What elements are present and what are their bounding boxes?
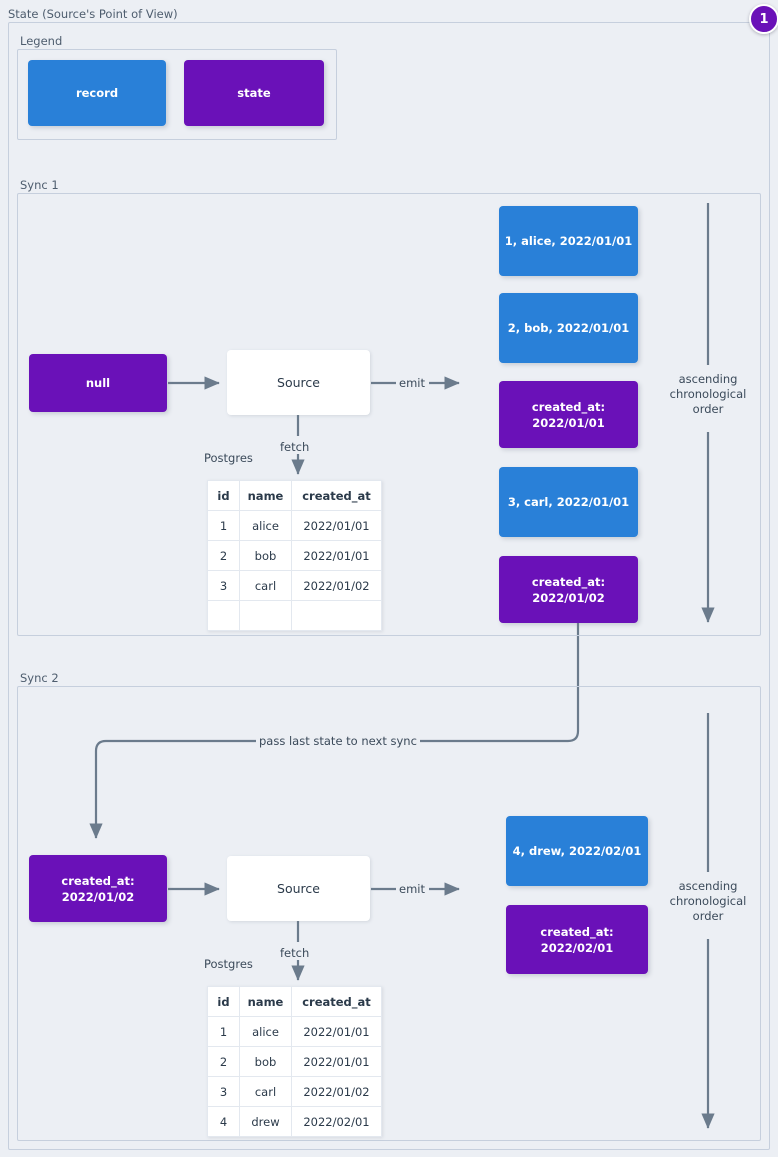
col-id: id: [207, 480, 240, 511]
sync2-source-label: Source: [277, 880, 320, 896]
sync1-emitted-state-1: created_at: 2022/01/01: [499, 381, 638, 448]
legend-item-state: state: [184, 60, 324, 126]
cell-name: [239, 600, 292, 631]
sync2-emit-label: emit: [396, 882, 428, 896]
col-created-at: created_at: [291, 986, 382, 1017]
cell-created-at: 2022/01/01: [291, 540, 382, 571]
legend-frame: [17, 49, 337, 140]
sync1-order-label: ascending chronological order: [669, 372, 747, 416]
cell-created-at: 2022/01/01: [291, 510, 382, 541]
legend-item-record: record: [28, 60, 166, 126]
cell-name: carl: [239, 570, 292, 601]
cell-id: 2: [207, 1046, 240, 1077]
table-header-row: id name created_at: [207, 480, 382, 511]
legend-item-state-label: state: [237, 86, 271, 100]
cell-id: 4: [207, 1106, 240, 1137]
table-row: 4 drew 2022/02/01: [207, 1106, 382, 1137]
table-row: 1 alice 2022/01/01: [207, 1016, 382, 1047]
sync1-emitted-state-2-label: created_at: 2022/01/02: [531, 574, 606, 605]
sync1-emitted-record-2-label: 2, bob, 2022/01/01: [507, 321, 630, 335]
legend-title: Legend: [20, 34, 63, 48]
sync1-fetch-label: fetch: [277, 440, 313, 454]
sync2-fetch-label: fetch: [277, 946, 313, 960]
legend-item-record-label: record: [75, 86, 119, 100]
sync1-emitted-state-1-label: created_at: 2022/01/01: [531, 399, 606, 430]
sync2-db-label: Postgres: [204, 957, 253, 971]
cell-name: carl: [239, 1076, 292, 1107]
cell-created-at: 2022/01/01: [291, 1046, 382, 1077]
sync1-postgres-table: id name created_at 1 alice 2022/01/01 2 …: [207, 480, 382, 631]
sync1-input-state-label: null: [85, 376, 111, 390]
table-row: 1 alice 2022/01/01: [207, 510, 382, 541]
sync2-input-state-label: created_at: 2022/01/02: [61, 873, 135, 904]
cell-id: 1: [207, 510, 240, 541]
sync2-emitted-record-1-label: 4, drew, 2022/02/01: [512, 844, 642, 858]
sync1-emitted-record-3-label: 3, carl, 2022/01/01: [507, 495, 630, 509]
cell-name: alice: [239, 510, 292, 541]
col-id: id: [207, 986, 240, 1017]
col-name: name: [239, 986, 292, 1017]
sync2-emitted-state-1: created_at: 2022/02/01: [506, 905, 648, 974]
col-name: name: [239, 480, 292, 511]
cell-id: [207, 600, 240, 631]
cell-created-at: [291, 600, 382, 631]
diagram-frame: [8, 22, 770, 1150]
sync1-source-label: Source: [277, 374, 320, 390]
sync1-frame: [17, 193, 761, 636]
sync1-source-node: Source: [227, 350, 370, 415]
sync2-pass-state-label: pass last state to next sync: [256, 734, 420, 748]
table-row: 2 bob 2022/01/01: [207, 540, 382, 571]
sync2-source-node: Source: [227, 856, 370, 921]
cell-created-at: 2022/01/01: [291, 1016, 382, 1047]
cell-name: bob: [239, 540, 292, 571]
table-row: 3 carl 2022/01/02: [207, 1076, 382, 1107]
sync1-emitted-record-2: 2, bob, 2022/01/01: [499, 293, 638, 363]
cell-name: bob: [239, 1046, 292, 1077]
sync2-input-state: created_at: 2022/01/02: [29, 855, 167, 922]
sync1-emitted-record-3: 3, carl, 2022/01/01: [499, 467, 638, 537]
sync2-emitted-record-1: 4, drew, 2022/02/01: [506, 816, 648, 886]
sync1-emitted-record-1: 1, alice, 2022/01/01: [499, 206, 638, 276]
cell-id: 3: [207, 1076, 240, 1107]
cell-id: 2: [207, 540, 240, 571]
cell-created-at: 2022/02/01: [291, 1106, 382, 1137]
cell-id: 1: [207, 1016, 240, 1047]
sync1-emitted-record-1-label: 1, alice, 2022/01/01: [504, 234, 633, 248]
sync1-title: Sync 1: [20, 178, 59, 192]
sync2-postgres-table: id name created_at 1 alice 2022/01/01 2 …: [207, 986, 382, 1137]
table-row-empty: [207, 600, 382, 631]
sync2-frame: [17, 686, 761, 1141]
cell-name: alice: [239, 1016, 292, 1047]
table-row: 2 bob 2022/01/01: [207, 1046, 382, 1077]
sync1-emitted-state-2: created_at: 2022/01/02: [499, 556, 638, 623]
sync2-title: Sync 2: [20, 671, 59, 685]
cell-name: drew: [239, 1106, 292, 1137]
cell-id: 3: [207, 570, 240, 601]
sync1-emit-label: emit: [396, 376, 428, 390]
table-header-row: id name created_at: [207, 986, 382, 1017]
step-badge[interactable]: 1: [749, 4, 778, 34]
cell-created-at: 2022/01/02: [291, 1076, 382, 1107]
table-row: 3 carl 2022/01/02: [207, 570, 382, 601]
sync2-emitted-state-1-label: created_at: 2022/02/01: [540, 924, 614, 955]
diagram-title: State (Source's Point of View): [8, 7, 178, 21]
cell-created-at: 2022/01/02: [291, 570, 382, 601]
col-created-at: created_at: [291, 480, 382, 511]
sync1-db-label: Postgres: [204, 451, 253, 465]
sync2-order-label: ascending chronological order: [669, 879, 747, 923]
sync1-input-state: null: [29, 354, 167, 412]
